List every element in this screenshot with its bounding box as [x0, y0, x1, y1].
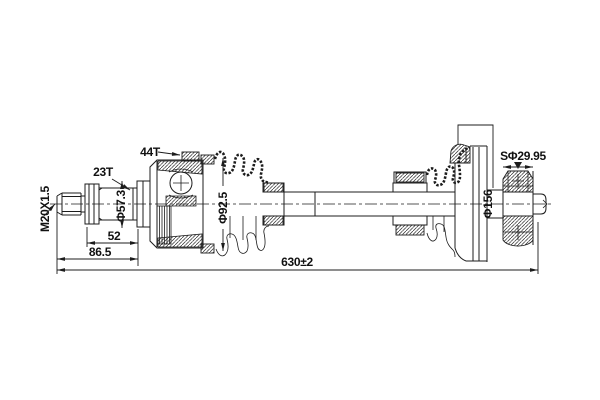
- right-cv-boot: [392, 143, 471, 258]
- right-stub-and-seal: [487, 170, 548, 247]
- boot-small-clamp-top: [263, 182, 284, 193]
- overall-length-label: 630±2: [281, 255, 313, 269]
- thread-spec-label: M20X1.5: [38, 185, 52, 232]
- intermediate-shaft: [283, 191, 455, 217]
- right-boot-small-clamp-top: [395, 172, 425, 183]
- thread-leader: [43, 203, 56, 217]
- outer-cv-joint-housing: [149, 151, 215, 254]
- seal-dim-tick: [514, 162, 522, 169]
- ball-center-mark: [173, 175, 189, 191]
- left-cv-boot: [213, 150, 285, 257]
- joint-diameter-label: Φ57.3: [114, 190, 128, 222]
- inner-race-hatch: [165, 195, 197, 207]
- boot-large-clamp-bottom: [200, 243, 215, 254]
- boot-bellows-bottom: [215, 225, 270, 257]
- abs-44t-label: 44T: [140, 145, 161, 159]
- right-boot-small-clamp-bottom: [395, 224, 425, 236]
- spline-length-label: 52: [108, 229, 121, 243]
- inner-joint-flange-bell: [454, 145, 488, 262]
- abs-leader: [157, 151, 181, 156]
- threaded-stub-shaft: [56, 180, 151, 228]
- hub-spline-ribs: [156, 205, 172, 245]
- right-boot-bellows-top: [425, 146, 471, 187]
- boot-diameter-label: Φ92.5: [216, 192, 230, 224]
- flange-diameter-label: Φ156: [481, 189, 495, 218]
- dimension-annotations: M20X1.5 23T 44T Φ57.3 Φ92.5 52 86.5 630±…: [38, 124, 547, 274]
- spline-23t-label: 23T: [93, 165, 114, 179]
- boot-small-clamp-bottom: [263, 215, 284, 226]
- flange-dim-leader: [457, 124, 494, 188]
- boot-bellows-top: [213, 150, 270, 185]
- seal-diameter-label: SΦ29.95: [500, 149, 546, 163]
- boot-large-clamp-top: [200, 154, 215, 165]
- stub-end-cap: [532, 171, 547, 245]
- bearing-ball: [169, 171, 193, 195]
- abs-ring-44t: [181, 151, 200, 162]
- seal-ring-center-marks: [512, 174, 524, 240]
- right-boot-large-clamp: [449, 143, 471, 164]
- right-boot-bellows-bottom: [426, 223, 456, 258]
- stub-length-label: 86.5: [89, 245, 112, 259]
